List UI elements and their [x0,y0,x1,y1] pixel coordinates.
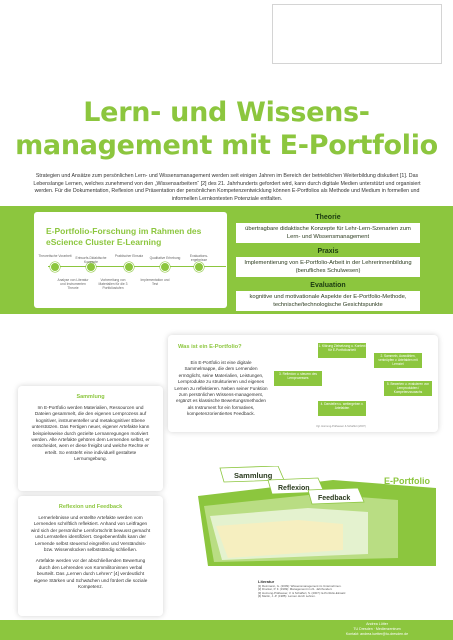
portfolio-stack-graphic: Sammlung Reflexion Feedback E-Portfolio [198,466,436,566]
footer-contact: Andrea Lütter TU Dresden · Medienzentrum… [317,622,437,636]
evaluation-body: kognitive und motivationale Aspekte der … [236,291,420,311]
cycle-step-5: 5. Bewerten u. evaluieren von Lernproduk… [384,381,432,396]
tab-feedback [307,487,365,505]
timeline-line [48,266,226,267]
stack-front-layer [216,520,343,558]
cycle-step-2: 2. Sammeln, Auswählen, verknüpfen v. Art… [374,353,422,368]
reflexion-text-2: Artefakte werden vor der abschließenden … [33,558,148,590]
timeline-label-bottom: Vorbereitung von Materialien für die 3 P… [98,278,128,290]
sammlung-title: Sammlung [76,394,105,400]
tab-sammlung-label: Sammlung [234,471,273,480]
timeline-label-bottom: Analyse von Literatur und Instrumenten T… [57,278,89,290]
sammlung-text: Im E-Portfolio werden Materialien, Resso… [31,405,150,462]
tab-feedback-label: Feedback [318,495,350,502]
logo-placeholder [272,4,442,64]
footer-institution: TU Dresden · Medienzentrum [353,626,401,631]
timeline-label-top: Qualitative Erhebung [149,256,181,260]
timeline-dot [86,262,96,272]
cycle-caption: Vgl. Hornung-Prähauser & Schaffert (2007… [316,425,366,428]
timeline-label-top: Entwurfs-Didaktische Konzepte [75,256,107,264]
reflexion-text-1: Lernerlebnisse und erstellte Artefakte w… [30,515,151,553]
literature-item: [4] Martin, J.-P. (1985): Lernen durch L… [258,594,316,599]
sammlung-card: Sammlung Im E-Portfolio werden Materiali… [18,386,163,491]
timeline-dot [124,262,134,272]
literature-title: Literatur [258,579,275,584]
cycle-step-4: 4. Darstellen u. weitergeben v. Artefakt… [318,401,366,416]
intro-text: Strategien und Ansätze zum persönlichen … [33,173,421,202]
poster-title: Lern- und Wissens- management mit E-Port… [0,96,453,162]
evaluation-header: Evaluation [236,280,420,291]
footer-email: Kontakt: andrea.luetter@tu-dresden.de [345,631,409,636]
eportfolio-brand: E-Portfolio [384,476,430,486]
literature-item: [3] Hornung-Prähauser, V. & Schaffert, S… [258,590,347,595]
reflexion-card: Reflexion und Feedback Lernerlebnisse un… [18,496,163,616]
timeline-dot [160,262,170,272]
footer: Andrea Lütter TU Dresden · Medienzentrum… [0,620,453,640]
timeline-label-bottom: Implementation und Test [140,278,170,286]
what-is-title: Was ist ein E-Portfolio? [178,344,242,350]
reflexion-title: Reflexion und Feedback [58,504,123,510]
what-is-text: Ein E-Portfolio ist eine digitale Sammel… [174,360,268,417]
cycle-step-1: 1. Klärung Zielsetzung u. Kontext für E-… [318,343,366,358]
literature-section: Literatur [1] Reinmann, G. (2009): Wisse… [258,580,433,599]
title-line-2: management mit E-Portfolio [15,130,438,161]
tab-reflexion-label: Reflexion [278,485,310,492]
praxis-body: Implementierung von E-Portfolio-Arbeit i… [236,257,420,277]
literature-item: [1] Reinmann, G. (2009): Wissensmanageme… [258,583,342,588]
what-is-card: Was ist ein E-Portfolio? Ein E-Portfolio… [168,335,438,432]
theorie-header: Theorie [236,212,420,223]
timeline-dot [50,262,60,272]
title-line-1: Lern- und Wissens- [83,97,370,128]
research-title: E-Portfolio-Forschung im Rahmen des eSci… [46,226,202,247]
literature-item: [2] Drucker, P. F. (1999): Management im… [258,587,333,592]
timeline-dot [194,262,204,272]
timeline-label-top: Evaluations-ergebnisse [189,254,209,262]
cycle-step-3: 3. Reflexion u. steuern des Lernprozesse… [274,371,322,386]
footer-author: Andrea Lütter [366,622,388,626]
timeline-label-top: Theoretische Vorarbeit [38,254,72,258]
timeline-label-top: Praktischer Einsatz [114,254,144,258]
research-goals: Theorie übertragbare didaktische Konzept… [236,212,420,311]
theorie-body: übertragbare didaktische Konzepte für Le… [236,223,420,243]
research-card: E-Portfolio-Forschung im Rahmen des eSci… [34,212,227,308]
praxis-header: Praxis [236,246,420,257]
